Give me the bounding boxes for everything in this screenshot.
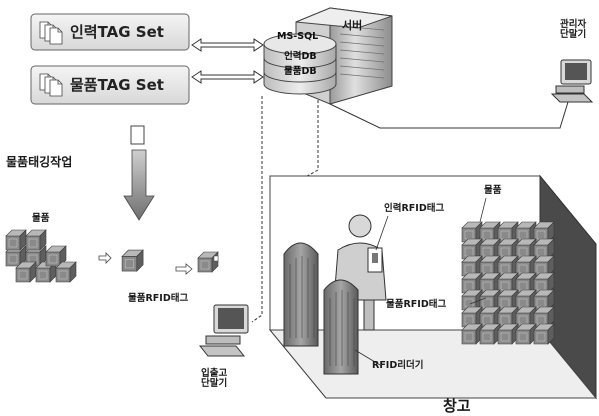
io-terminal-line1: 입출고 (201, 368, 228, 379)
goods-label: 물품 (32, 213, 50, 224)
tagging-down-arrow (123, 149, 155, 221)
admin-terminal-line1: 관리자 (560, 19, 587, 30)
warehouse-goods-label: 물품 (484, 185, 502, 196)
tagging-work-label: 물품태깅작업 (6, 155, 73, 169)
personnel-tag-set-label: 인력TAG Set (70, 23, 164, 41)
callout-lines (354, 197, 487, 366)
io-terminal-line2: 단말기 (201, 378, 228, 390)
rack-cube (479, 323, 501, 345)
small-arrow-2 (175, 263, 193, 275)
personnel-sync-arrow (191, 38, 264, 52)
io-terminal-icon (198, 304, 249, 357)
admin-terminal-label: 관리자 단말기 (560, 19, 587, 41)
tagged-goods-cube (197, 251, 219, 273)
server-title: 서버 (342, 19, 363, 32)
io-terminal-label: 입출고 단말기 (201, 368, 228, 390)
personnel-tag-set-box (30, 13, 190, 51)
personnel-rfid-tag-label: 인력RFID태그 (384, 203, 445, 214)
db-goods-label: 물품DB (284, 66, 317, 77)
rfid-reader-back (283, 242, 319, 347)
rack-cube (461, 323, 483, 345)
small-arrow-1 (98, 252, 112, 264)
admin-terminal-icon (550, 59, 594, 103)
goods-tag-set-label: 물품TAG Set (70, 76, 164, 94)
single-goods-cube (121, 249, 144, 272)
admin-terminal-line2: 단말기 (560, 29, 587, 41)
db-personnel-label: 인력DB (284, 51, 317, 62)
goods-pile (5, 229, 77, 283)
tag-doc-icon (130, 125, 145, 145)
network-lines (251, 96, 569, 323)
rack-cube (533, 323, 555, 345)
rack-cube (515, 323, 537, 345)
warehouse-goods-rack (461, 221, 555, 345)
goods-rfid-tag-label: 물품RFID태그 (128, 293, 189, 304)
goods-tag-set-box (30, 65, 190, 105)
warehouse-goods-rfid-tag-label: 물품RFID태그 (386, 299, 447, 310)
rfid-reader-label: RFID리더기 (372, 360, 424, 371)
goods-sync-arrow (191, 70, 264, 84)
rfid-reader-front (323, 279, 359, 375)
warehouse-name: 창고 (443, 397, 471, 415)
db-ms-sql-label: MS-SQL (277, 31, 319, 42)
rack-cube (497, 323, 519, 345)
database-disk-stack (263, 33, 337, 95)
